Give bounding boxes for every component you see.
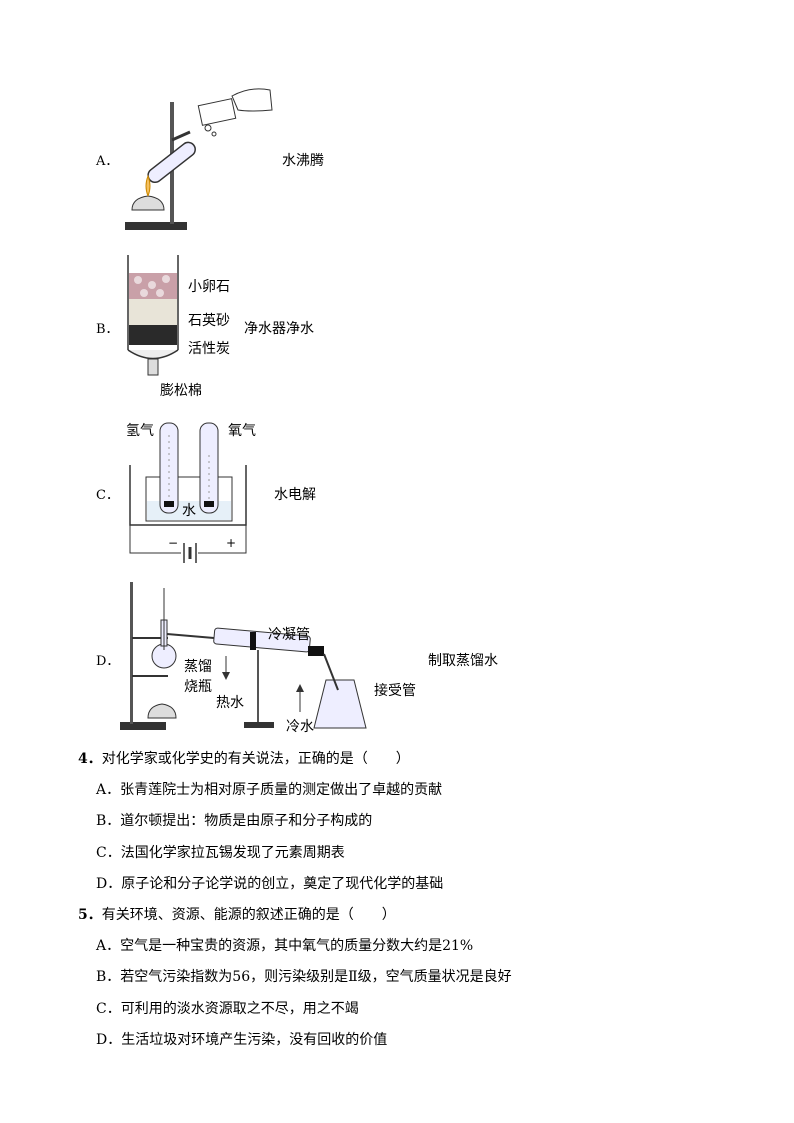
label-oxygen: 氧气 — [228, 423, 256, 439]
boiling-water-apparatus-illustration — [125, 88, 273, 230]
distillation-illustration — [120, 582, 367, 730]
option-b-caption: 净水器净水 — [244, 321, 314, 337]
label-pebbles: 小卵石 — [188, 279, 230, 295]
question-4-option-d: D．原子论和分子论学说的创立，奠定了现代化学的基础 — [96, 876, 444, 892]
question-4-number: 4． — [78, 751, 102, 767]
option-c-letter: C． — [96, 488, 119, 503]
option-d-caption: 制取蒸馏水 — [428, 653, 498, 669]
label-condenser: 冷凝管 — [268, 627, 310, 643]
label-flask: 烧瓶 — [184, 679, 212, 695]
question-4-option-a: A．张青莲院士为相对原子质量的测定做出了卓越的贡献 — [96, 782, 443, 798]
option-a-letter: A． — [96, 154, 119, 169]
label-activated-carbon: 活性炭 — [188, 341, 230, 357]
question-4-option-c: C．法国化学家拉瓦锡发现了元素周期表 — [96, 845, 345, 861]
question-5-text: 有关环境、资源、能源的叙述正确的是（ ） — [101, 907, 396, 923]
label-hydrogen: 氢气 — [126, 423, 154, 439]
question-5-option-a: A．空气是一种宝贵的资源，其中氧气的质量分数大约是21% — [96, 938, 474, 954]
question-4-option-b: B．道尔顿提出：物质是由原子和分子构成的 — [96, 813, 373, 829]
label-receiver: 接受管 — [374, 683, 416, 699]
label-cotton: 膨松棉 — [160, 383, 202, 399]
question-5-option-d: D．生活垃圾对环境产生污染，没有回收的价值 — [96, 1032, 388, 1048]
question-5-number: 5． — [78, 907, 102, 923]
label-distill: 蒸馏 — [184, 659, 212, 675]
option-d-letter: D． — [96, 654, 120, 669]
electrolysis-illustration — [129, 422, 247, 563]
water-purifier-illustration — [127, 255, 179, 376]
label-water: 水 — [182, 503, 196, 519]
question-5-option-c: C．可利用的淡水资源取之不尽，用之不竭 — [96, 1001, 359, 1017]
question-4-stem: 4．对化学家或化学史的有关说法，正确的是（ ） — [78, 748, 410, 768]
question-4-text: 对化学家或化学史的有关说法，正确的是（ ） — [101, 751, 410, 767]
option-a-caption: 水沸腾 — [282, 153, 324, 169]
question-5-stem: 5．有关环境、资源、能源的叙述正确的是（ ） — [78, 904, 396, 924]
option-b-letter: B． — [96, 322, 119, 337]
label-positive: + — [226, 536, 237, 550]
label-quartz-sand: 石英砂 — [188, 313, 230, 329]
label-hot-water: 热水 — [216, 695, 244, 711]
label-negative: − — [168, 536, 179, 550]
option-c-caption: 水电解 — [274, 487, 316, 503]
question-5-option-b: B．若空气污染指数为56，则污染级别是Ⅱ级，空气质量状况是良好 — [96, 969, 512, 985]
label-cold-water: 冷水 — [286, 719, 314, 735]
